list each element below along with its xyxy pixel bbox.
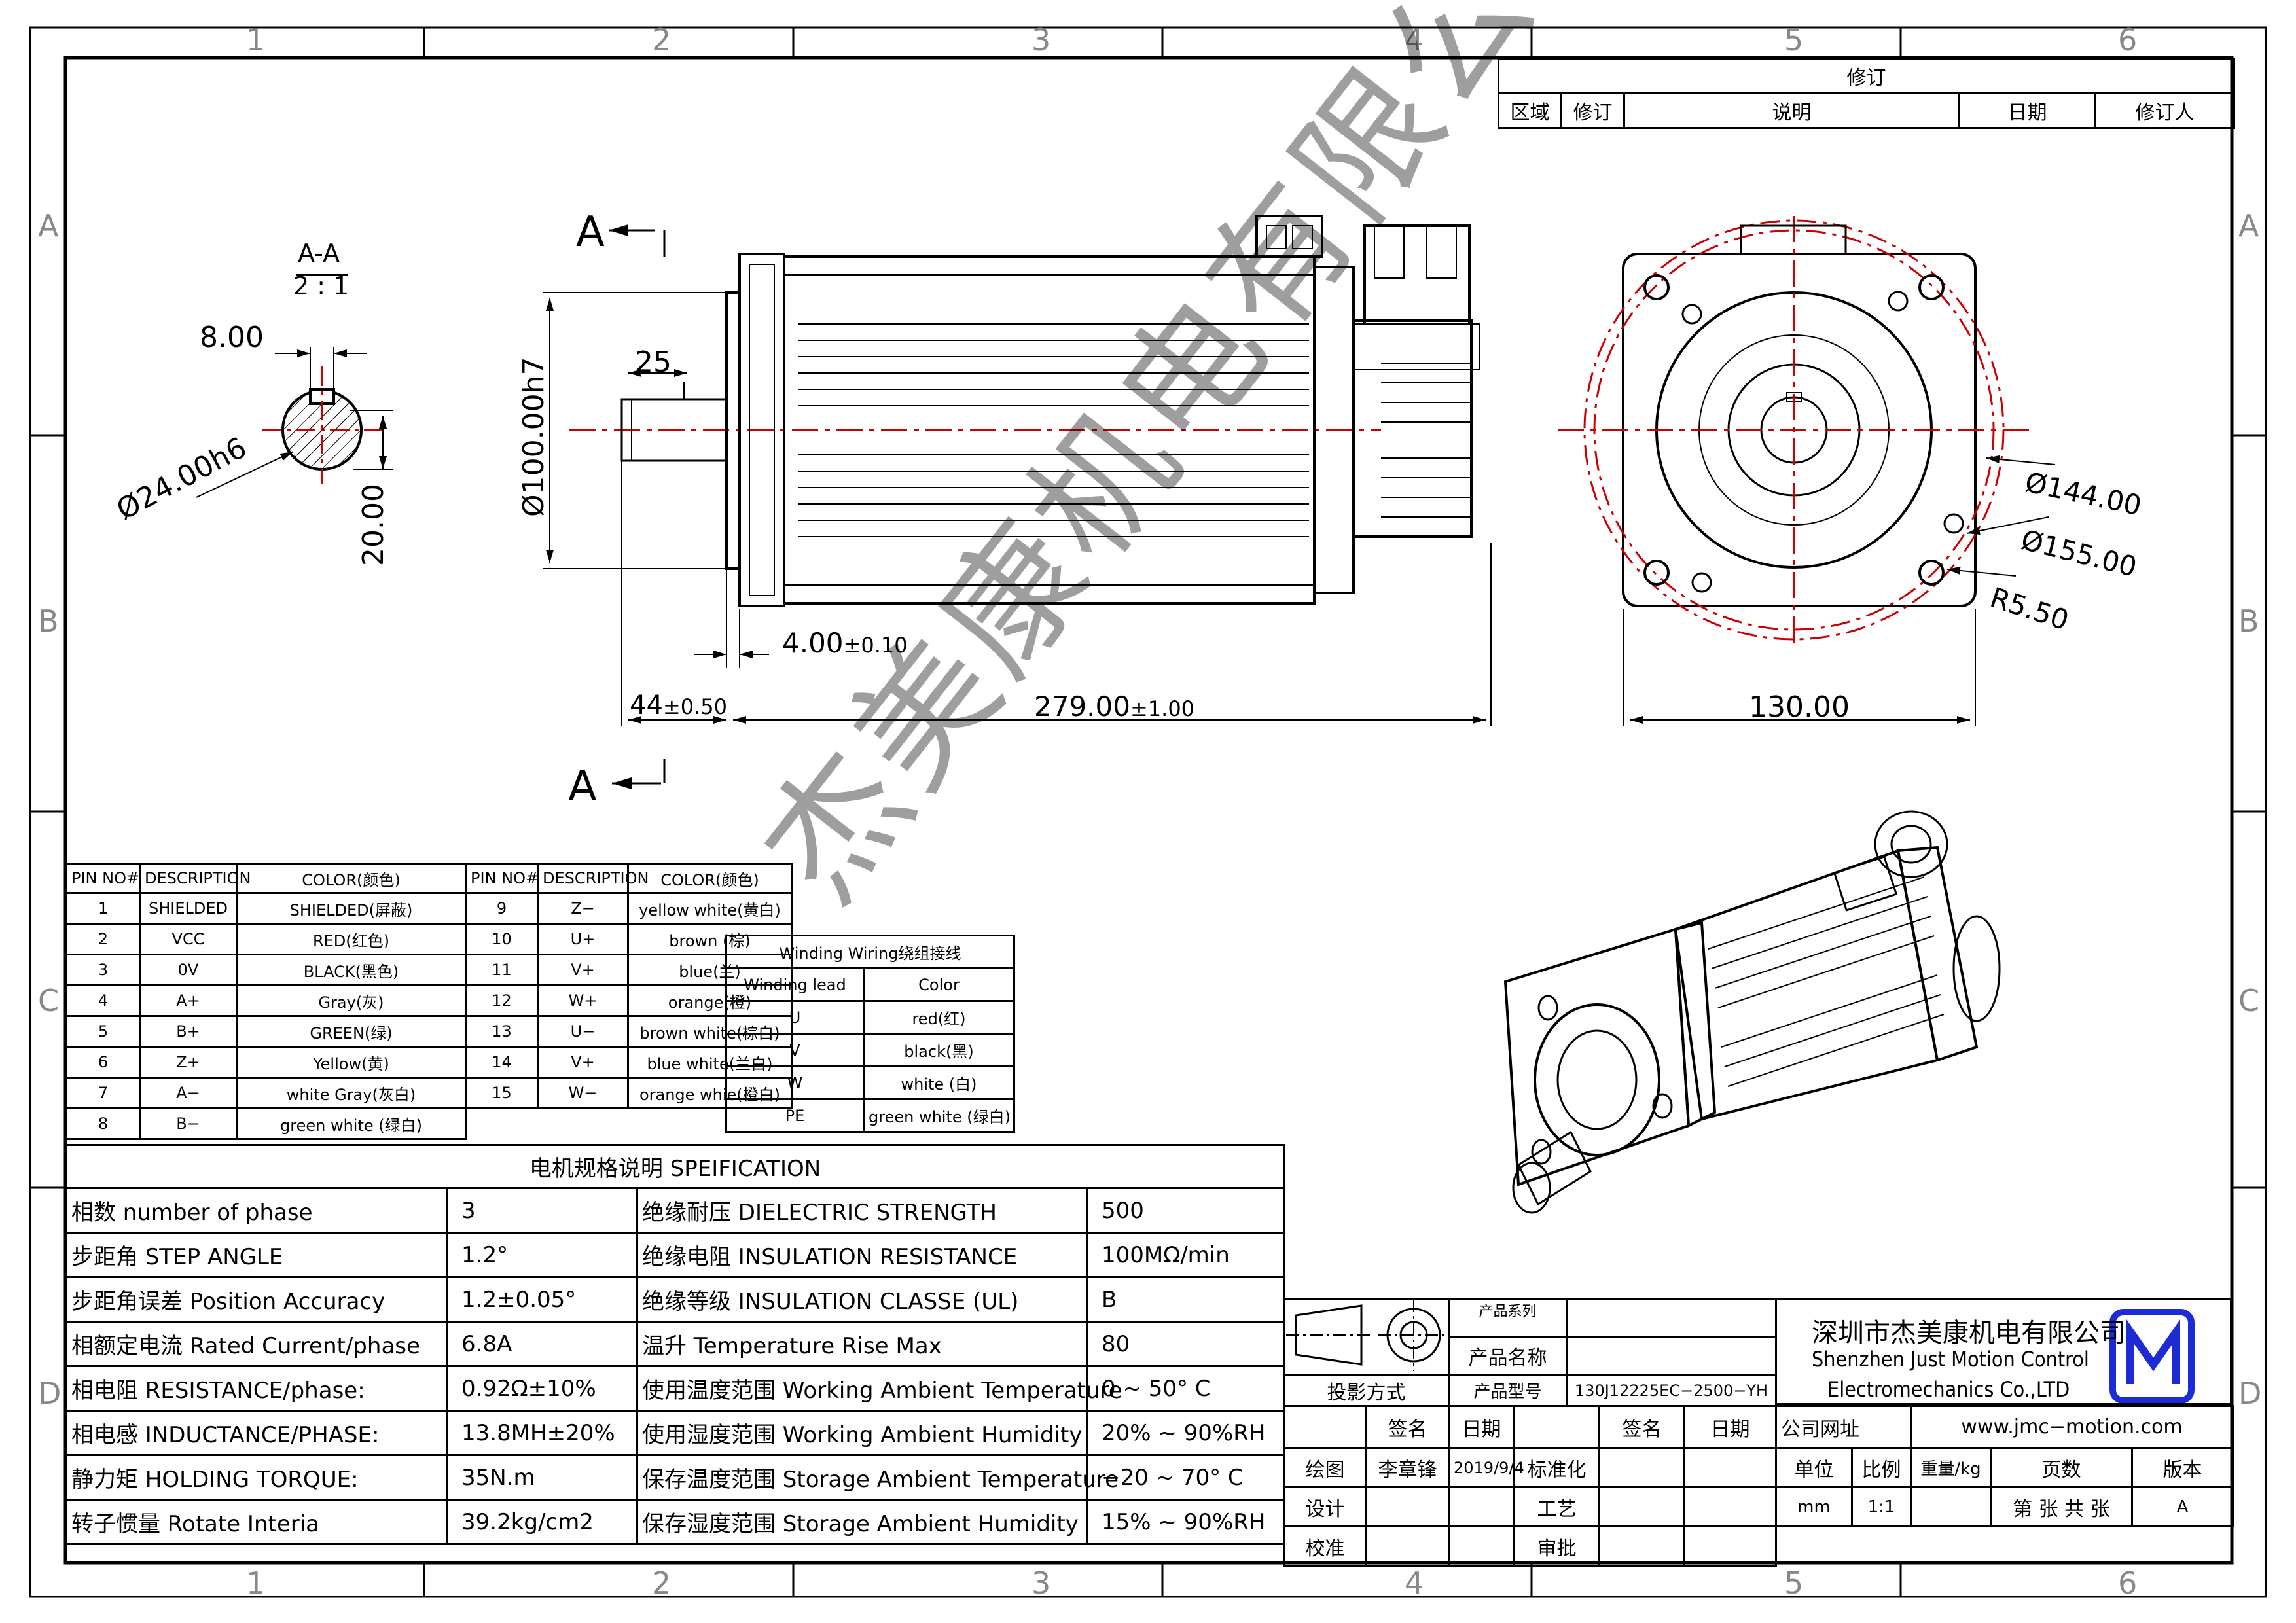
dim-pilot-diameter: Ø100.00h7 [517, 357, 550, 517]
company-name-en-1: Shenzhen Just Motion Control [1812, 1347, 2089, 1372]
design-label: 设计 [1283, 1486, 1367, 1527]
ratio-value: 1:1 [1851, 1486, 1912, 1527]
approve-label: 审批 [1513, 1525, 1600, 1567]
website: www.jmc−motion.com [1909, 1405, 2234, 1449]
drawer-name: 李章锋 [1365, 1447, 1450, 1488]
date-label: 日期 [1683, 1405, 1777, 1449]
section-title: A-A [298, 239, 340, 268]
ratio-label: 比例 [1851, 1447, 1912, 1488]
standard-label: 标准化 [1513, 1447, 1600, 1488]
company-block: 深圳市杰美康机电有限公司 Shenzhen Just Motion Contro… [1775, 1298, 2232, 1405]
dim-body-length: 279.00±1.00 [1034, 690, 1195, 722]
version-label: 版本 [2130, 1447, 2234, 1488]
winding-header: Color [862, 967, 1016, 1002]
pages-value: 第 张 共 张 [1990, 1486, 2133, 1527]
front-view [1558, 216, 2029, 648]
winding-header: Winding lead [725, 967, 865, 1002]
sign-label: 签名 [1365, 1405, 1450, 1449]
dim-key-height: 20.00 [357, 484, 390, 566]
pin-header: COLOR(颜色) [627, 863, 793, 894]
draw-date: 2019/9/4 [1448, 1447, 1524, 1488]
title-block-signoff: 签名 日期 签名 日期 绘图 李章锋 2019/9/4 标准化 设计 工艺 校准… [1283, 1405, 1777, 1567]
unit-value: mm [1775, 1486, 1853, 1527]
pages-label: 页数 [1990, 1447, 2133, 1488]
company-logo [2109, 1309, 2195, 1404]
revision-title: 修订 [1498, 58, 2235, 94]
title-block-product: 产品系列 产品名称 投影方式 产品型号 130J12225EC−2500−YH [1283, 1298, 1777, 1407]
company-name-en-2: Electromechanics Co.,LTD [1827, 1377, 2070, 1402]
revision-header: 说明 [1623, 92, 1960, 129]
dim-shaft-length: 44±0.50 [630, 690, 727, 721]
zone-ticks [30, 27, 2266, 1597]
product-model: 130J12225EC−2500−YH [1566, 1374, 1777, 1407]
revision-header: 修订 [1560, 92, 1625, 129]
pin-header: PIN NO# [465, 863, 539, 894]
website-label: 公司网址 [1775, 1405, 1912, 1449]
section-aa-view [196, 274, 393, 498]
side-view-dimensions [543, 230, 1492, 783]
version-value: A [2130, 1486, 2234, 1527]
winding-title: Winding Wiring绕组接线 [725, 935, 1016, 969]
dim-key-width: 8.00 [200, 321, 264, 354]
revision-table: 修订 区域 修订 说明 日期 修订人 [1498, 58, 2235, 129]
front-view-dimensions [1623, 455, 2056, 726]
revision-header: 修订人 [2094, 92, 2235, 129]
side-view [569, 215, 1480, 607]
product-series-label: 产品系列 [1448, 1298, 1568, 1338]
projection-label: 投影方式 [1283, 1374, 1450, 1407]
unit-label: 单位 [1775, 1447, 1853, 1488]
table-row: 相电感 INDUCTANCE/PHASE:13.8MH±20%使用湿度范围 Wo… [65, 1410, 1285, 1456]
sign-label: 签名 [1598, 1405, 1685, 1449]
pin-header: COLOR(颜色) [236, 863, 467, 894]
pin-header: DESCRIPTION [537, 863, 649, 894]
process-label: 工艺 [1513, 1486, 1600, 1527]
date-label: 日期 [1448, 1405, 1515, 1449]
section-mark-top: A [576, 208, 605, 257]
revision-header: 区域 [1498, 92, 1562, 129]
company-name-cn: 深圳市杰美康机电有限公司 [1812, 1318, 2126, 1348]
isometric-view [1503, 810, 2001, 1214]
revision-header: 日期 [1958, 92, 2096, 129]
dim-flange-thickness: 4.00±0.10 [782, 627, 908, 659]
dim-key-length: 25 [635, 346, 672, 379]
title-block-meta: 公司网址 www.jmc−motion.com 单位 比例 重量/kg 页数 版… [1775, 1405, 2234, 1527]
spec-title: 电机规格说明 SPEIFICATION [65, 1144, 1285, 1189]
table-row: 相电阻 RESISTANCE/phase:0.92Ω±10%使用温度范围 Wor… [65, 1365, 1285, 1412]
pin-header: DESCRIPTION [139, 863, 251, 894]
draw-label: 绘图 [1283, 1447, 1367, 1488]
dim-flange-width: 130.00 [1749, 690, 1850, 724]
product-name-label: 产品名称 [1448, 1336, 1568, 1376]
section-scale: 2 : 1 [293, 272, 350, 300]
product-model-label: 产品型号 [1448, 1374, 1568, 1407]
check-label: 校准 [1283, 1525, 1367, 1567]
pin-table: PIN NO# DESCRIPTION COLOR(颜色) PIN NO# DE… [65, 863, 793, 1140]
section-mark-bottom: A [568, 762, 597, 811]
weight-label: 重量/kg [1910, 1447, 1992, 1488]
inner-frame [63, 56, 2234, 1565]
pin-header: PIN NO# [65, 863, 141, 894]
